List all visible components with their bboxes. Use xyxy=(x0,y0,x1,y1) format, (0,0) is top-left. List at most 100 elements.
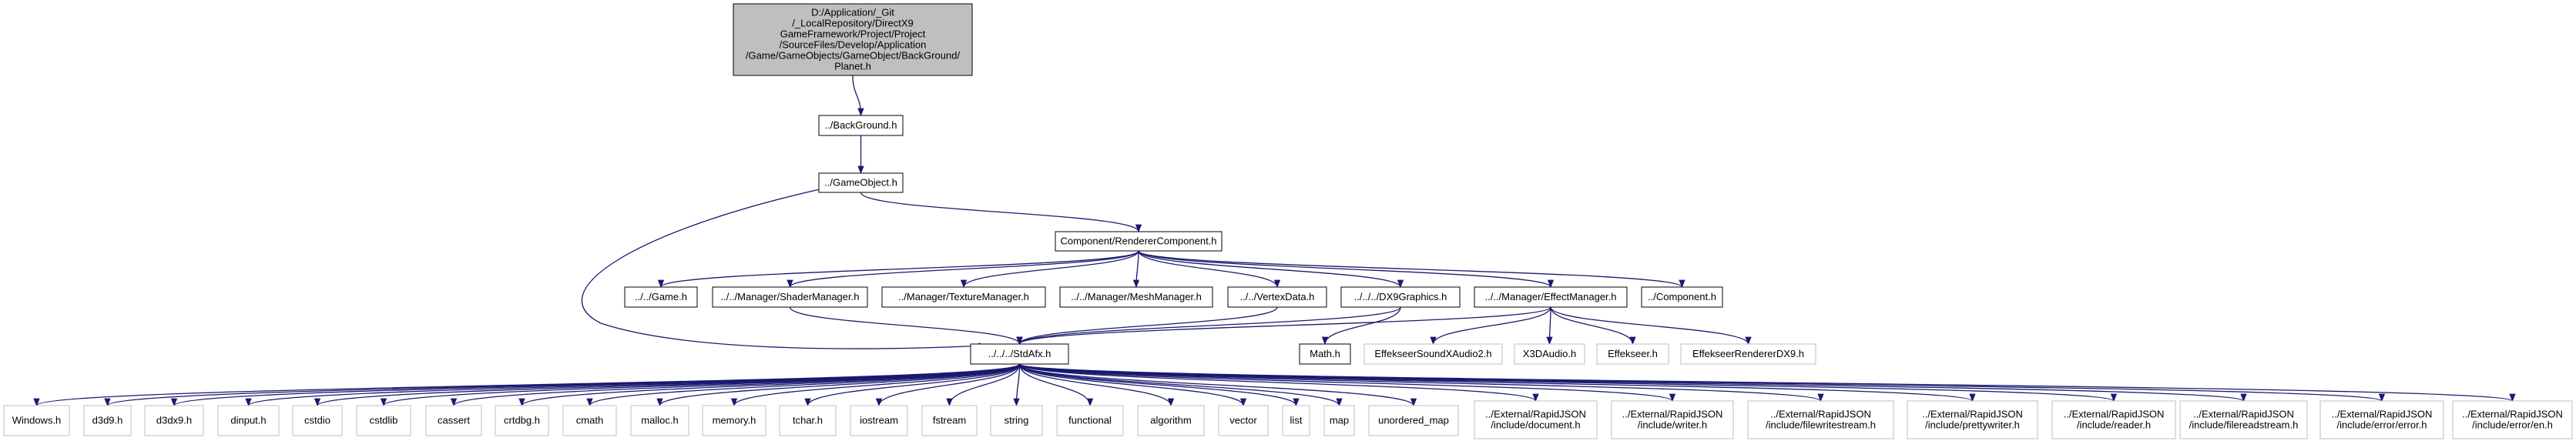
node-game[interactable]: ../../Game.h xyxy=(624,286,698,308)
node-rj_en: ../External/RapidJSON/include/error/en.h xyxy=(2452,400,2573,439)
dependency-edge-stdafx-to-map xyxy=(1018,363,1343,407)
node-box xyxy=(2179,400,2308,439)
node-label-line: Effekseer.h xyxy=(1608,348,1658,359)
dependency-edge-stdafx-to-rj_writer xyxy=(1018,363,1675,403)
node-gameobject[interactable]: ../GameObject.h xyxy=(818,172,904,193)
dependency-edge-root-to-background xyxy=(852,75,864,117)
node-algorithm: algorithm xyxy=(1137,405,1205,436)
node-box xyxy=(1596,343,1669,365)
dependency-edge-renderer-to-vertex xyxy=(1138,250,1281,289)
node-box xyxy=(779,405,837,436)
node-label-line: ../../Manager/MeshManager.h xyxy=(1071,291,1202,302)
dependency-edge-dx9-to-math xyxy=(1321,306,1401,346)
node-box xyxy=(292,405,343,436)
node-label-line: vector xyxy=(1229,415,1257,426)
node-xaudio: EffekseerSoundXAudio2.h xyxy=(1363,343,1503,365)
dependency-edge-renderer-to-game xyxy=(658,250,1139,289)
node-label-line: /include/prettywriter.h xyxy=(1925,419,2020,431)
node-malloc: malloc.h xyxy=(630,405,689,436)
node-label-line: cstdlib xyxy=(370,415,398,426)
dependency-edge-stdafx-to-umap xyxy=(1018,363,1417,407)
dependency-edge-renderer-to-component xyxy=(1138,250,1685,289)
node-shader[interactable]: ../../Manager/ShaderManager.h xyxy=(712,286,868,308)
node-math[interactable]: Math.h xyxy=(1299,343,1351,365)
dependency-edge-stdafx-to-memory xyxy=(730,363,1021,407)
node-label-line: ../../../StdAfx.h xyxy=(988,348,1052,359)
dependency-edge-stdafx-to-rj_frs xyxy=(1018,363,2247,403)
node-box xyxy=(881,286,1046,308)
node-mesh[interactable]: ../../Manager/MeshManager.h xyxy=(1059,286,1213,308)
node-string: string xyxy=(990,405,1043,436)
node-component[interactable]: ../Component.h xyxy=(1641,286,1723,308)
node-box xyxy=(818,172,904,193)
node-box xyxy=(1747,400,1894,439)
node-label-line: ../External/RapidJSON xyxy=(1922,409,2023,420)
node-box xyxy=(1641,286,1723,308)
node-rj_reader: ../External/RapidJSON/include/reader.h xyxy=(2051,400,2176,439)
node-cstdio: cstdio xyxy=(292,405,343,436)
node-label-line: EffekseerRendererDX9.h xyxy=(1692,348,1804,359)
node-label-line: list xyxy=(1290,415,1303,426)
node-box xyxy=(970,343,1069,365)
node-texture[interactable]: ../Manager/TextureManager.h xyxy=(881,286,1046,308)
dependency-edge-effect-to-x3d xyxy=(1546,306,1553,346)
dependency-edge-effect-to-effrend xyxy=(1550,306,1752,346)
dependency-edge-effect-to-stdafx xyxy=(1016,306,1551,346)
node-label-line: ../BackGround.h xyxy=(825,119,897,131)
node-iostream: iostream xyxy=(850,405,908,436)
node-background[interactable]: ../BackGround.h xyxy=(818,115,904,136)
node-label-line: ../External/RapidJSON xyxy=(2064,409,2165,420)
node-label-line: ../Manager/TextureManager.h xyxy=(898,291,1029,302)
node-renderer[interactable]: Component/RendererComponent.h xyxy=(1055,231,1223,252)
dependency-edge-renderer-to-shader xyxy=(787,250,1139,289)
node-box xyxy=(1363,343,1503,365)
node-rj_err: ../External/RapidJSON/include/error/erro… xyxy=(2319,400,2444,439)
node-box xyxy=(1323,405,1355,436)
node-rj_frs: ../External/RapidJSON/include/filereadst… xyxy=(2179,400,2308,439)
dependency-edge-stdafx-to-functional xyxy=(1018,363,1094,407)
node-box xyxy=(921,405,978,436)
node-memory: memory.h xyxy=(702,405,766,436)
node-box xyxy=(217,405,280,436)
node-label-line: dinput.h xyxy=(230,415,266,426)
node-label-line: map xyxy=(1330,415,1349,426)
node-label-line: /_LocalRepository/DirectX9 xyxy=(792,18,914,29)
node-x3d: X3DAudio.h xyxy=(1514,343,1585,365)
node-label-line: iostream xyxy=(860,415,898,426)
node-box xyxy=(733,3,973,76)
node-box xyxy=(1137,405,1205,436)
node-label-line: fstream xyxy=(933,415,966,426)
node-vertex[interactable]: ../../VertexData.h xyxy=(1227,286,1327,308)
node-tchar: tchar.h xyxy=(779,405,837,436)
node-label-line: cassert xyxy=(438,415,470,426)
node-layer: D:/Application/_Git/_LocalRepository/Dir… xyxy=(3,3,2573,439)
node-rj_doc: ../External/RapidJSON/include/document.h xyxy=(1474,400,1598,439)
dependency-edge-gameobject-to-renderer xyxy=(860,192,1142,233)
node-box xyxy=(1368,405,1459,436)
node-stdafx[interactable]: ../../../StdAfx.h xyxy=(970,343,1069,365)
node-box xyxy=(1282,405,1310,436)
dependency-edge-stdafx-to-rj_pretty xyxy=(1018,363,1976,403)
node-box xyxy=(495,405,549,436)
node-effect[interactable]: ../../Manager/EffectManager.h xyxy=(1474,286,1628,308)
node-box xyxy=(1680,343,1816,365)
node-box xyxy=(1611,400,1734,439)
node-box xyxy=(2319,400,2444,439)
node-label-line: ../../VertexData.h xyxy=(1240,291,1315,302)
node-box xyxy=(1055,231,1223,252)
node-label-line: ../../Manager/EffectManager.h xyxy=(1484,291,1616,302)
dependency-edge-renderer-to-texture xyxy=(960,250,1139,289)
node-rj_fws: ../External/RapidJSON/include/filewrites… xyxy=(1747,400,1894,439)
node-label-line: /include/error/error.h xyxy=(2336,419,2427,431)
node-dx9[interactable]: ../../../DX9Graphics.h xyxy=(1340,286,1461,308)
dependency-edge-stdafx-to-d3dx9 xyxy=(171,363,1021,407)
node-label-line: memory.h xyxy=(713,415,756,426)
node-label-line: /include/writer.h xyxy=(1638,419,1707,431)
node-box xyxy=(1218,405,1269,436)
node-fstream: fstream xyxy=(921,405,978,436)
node-box xyxy=(1340,286,1461,308)
node-root[interactable]: D:/Application/_Git/_LocalRepository/Dir… xyxy=(733,3,973,76)
node-box xyxy=(3,405,70,436)
node-label-line: d3dx9.h xyxy=(156,415,192,426)
node-box xyxy=(1059,286,1213,308)
